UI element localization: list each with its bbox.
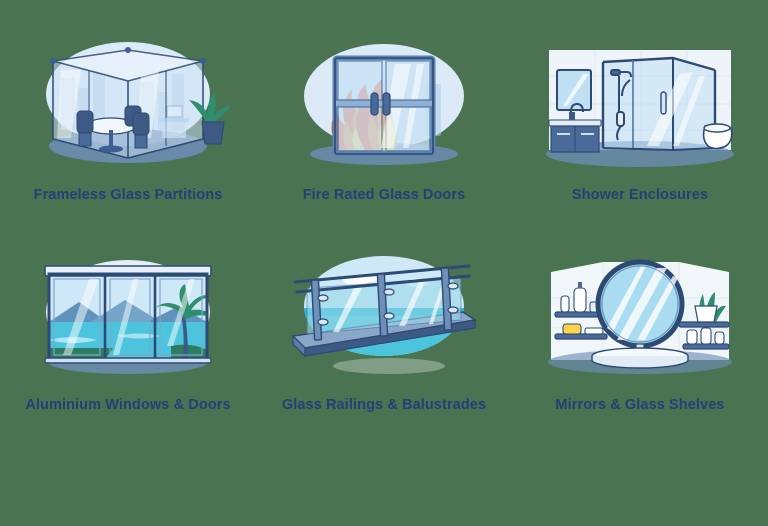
balustrade (291, 264, 477, 358)
posts (310, 267, 453, 341)
category-label: Shower Enclosures (571, 187, 709, 203)
category-card-fire-rated-glass-doors[interactable]: Fire Rated Glass Doors (256, 0, 512, 210)
fire-rated-door-illustration (277, 26, 491, 176)
category-card-frameless-glass-partitions[interactable]: Frameless Glass Partitions (0, 0, 256, 210)
category-card-shower-enclosures[interactable]: Shower Enclosures (512, 0, 768, 210)
category-card-aluminium-windows-doors[interactable]: Aluminium Windows & Doors (0, 210, 256, 420)
desk-far (159, 105, 189, 138)
office-glass-partition-illustration (21, 26, 235, 176)
category-label: Aluminium Windows & Doors (25, 397, 231, 413)
toilet (702, 123, 733, 150)
round-mirror (595, 259, 685, 353)
vanity-unit (548, 102, 602, 153)
wall-mirror (556, 69, 592, 111)
door-assembly (332, 55, 436, 157)
category-label: Fire Rated Glass Doors (302, 187, 466, 203)
counter-top (591, 347, 689, 369)
aluminium-sliding-window-illustration (21, 236, 235, 386)
category-label: Glass Railings & Balustrades (281, 397, 487, 413)
window-scene (44, 265, 212, 364)
shower-door-handle (660, 91, 667, 115)
shower-enclosure-illustration (533, 26, 747, 176)
category-label: Frameless Glass Partitions (33, 187, 223, 203)
palm-tree (155, 284, 207, 360)
shower-head (610, 69, 632, 141)
mirror-and-shelves-illustration-card[interactable]: Mirrors & Glass Shelves (512, 210, 768, 420)
potted-plant (694, 292, 726, 323)
category-label: Mirrors & Glass Shelves (555, 397, 725, 413)
glass-balustrade-illustration (277, 236, 491, 386)
shower-cubicle (601, 56, 717, 152)
mirror-and-shelves-illustration (533, 236, 747, 386)
category-card-glass-railings-balustrades[interactable]: Glass Railings & Balustrades (256, 210, 512, 420)
right-shelves (678, 292, 730, 350)
potted-plant (189, 92, 231, 145)
